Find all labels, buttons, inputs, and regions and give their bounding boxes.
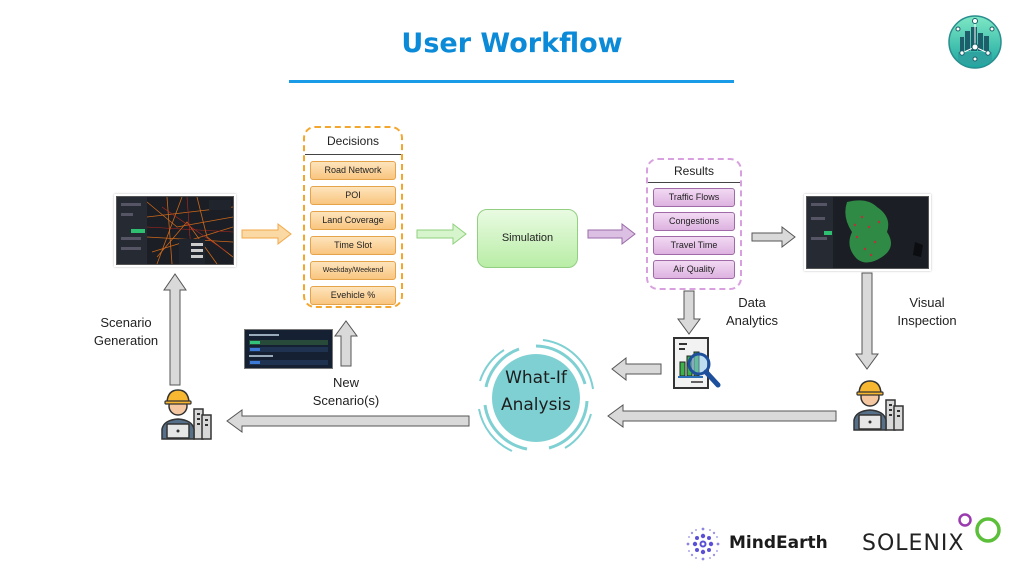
title-underline: [289, 80, 734, 83]
arrow-to-results: [587, 222, 636, 246]
results-header: Results: [648, 160, 740, 183]
report-magnifier-icon: [673, 337, 721, 389]
label-line: New: [332, 375, 359, 390]
decisions-header: Decisions: [305, 128, 401, 155]
result-item-congestions: Congestions: [653, 212, 735, 231]
arrow-to-simulation: [416, 222, 467, 246]
decision-item-time-slot: Time Slot: [310, 236, 396, 255]
whatif-line: Analysis: [500, 395, 572, 415]
new-scenarios-label: New Scenario(s): [296, 374, 396, 410]
arrow-visual-inspection: [855, 272, 879, 370]
solenix-rings-icon: [958, 513, 1001, 543]
whatif-analysis-label: What-If Analysis: [477, 365, 595, 419]
label-line: Generation: [93, 333, 159, 348]
label-line: Analytics: [725, 313, 779, 328]
engineer-user-icon: [161, 389, 212, 440]
label-line: Visual: [909, 295, 945, 310]
label-line: Scenario(s): [312, 393, 380, 408]
arrow-new-scenario: [334, 320, 358, 367]
label-line: Inspection: [897, 313, 957, 328]
arrow-scenario-generation: [163, 273, 187, 386]
result-item-air-quality: Air Quality: [653, 260, 735, 279]
decisions-panel: Decisions Road Network POI Land Coverage…: [303, 126, 403, 308]
results-map-screenshot: [806, 196, 929, 269]
engineer-user-icon: [853, 380, 904, 431]
whatif-analysis-badge: [478, 339, 594, 452]
simulation-box: Simulation: [477, 209, 578, 268]
decision-item-evehicle: Evehicle %: [310, 286, 396, 305]
smart-city-logo-icon: [948, 15, 1002, 69]
label-line: Scenario: [100, 315, 152, 330]
mindearth-logo-icon: [686, 527, 720, 561]
scenario-generation-label: Scenario Generation: [76, 314, 176, 350]
results-panel: Results Traffic Flows Congestions Travel…: [646, 158, 742, 290]
arrow-user-to-whatif: [607, 404, 837, 428]
arrow-analytics-to-whatif: [611, 356, 662, 382]
api-config-thumbnail: [244, 329, 333, 369]
label-line: Data: [738, 295, 766, 310]
visual-inspection-label: Visual Inspection: [877, 294, 977, 330]
page-title: User Workflow: [401, 28, 623, 59]
arrow-to-decisions: [241, 222, 292, 246]
decision-item-poi: POI: [310, 186, 396, 205]
data-analytics-label: Data Analytics: [702, 294, 802, 330]
arrow-to-visual-screenshot: [751, 225, 796, 249]
result-item-traffic-flows: Traffic Flows: [653, 188, 735, 207]
solenix-logo-text: SOLENIX: [862, 531, 965, 556]
mindearth-logo-text: MindEarth: [729, 533, 828, 553]
arrow-data-analytics: [677, 290, 701, 335]
whatif-line: What-If: [505, 368, 567, 388]
decision-item-land-coverage: Land Coverage: [310, 211, 396, 230]
arrow-whatif-to-user: [226, 409, 470, 433]
decision-item-road-network: Road Network: [310, 161, 396, 180]
scenario-map-screenshot: [116, 196, 234, 265]
decision-item-weekday-weekend: Weekday/Weekend: [310, 261, 396, 280]
result-item-travel-time: Travel Time: [653, 236, 735, 255]
